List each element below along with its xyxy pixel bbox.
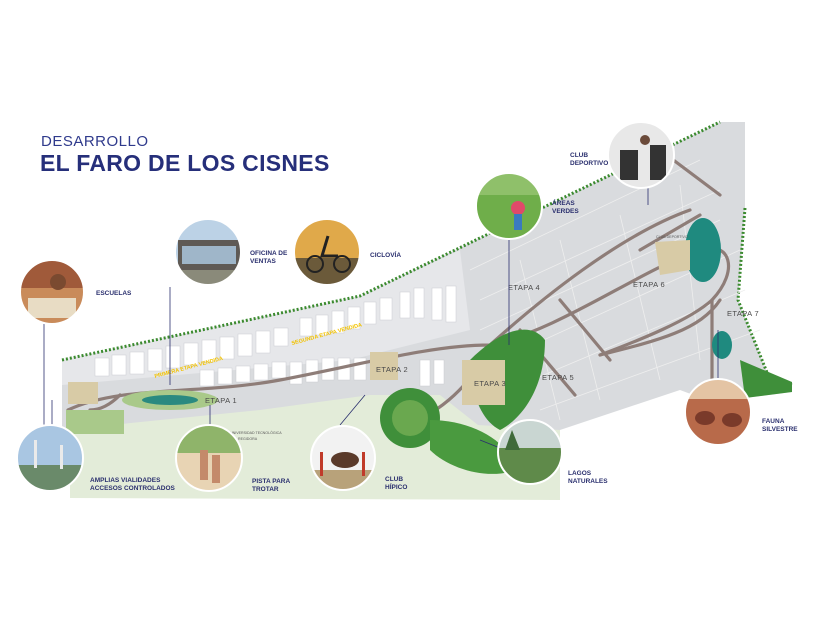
photo-amplias-vialidades — [16, 424, 84, 492]
label-etapa-5: ETAPA 5 — [542, 373, 574, 382]
photo-oficina-ventas — [174, 218, 242, 286]
entrance-plaza — [68, 382, 98, 404]
etapa-3-plaza — [462, 360, 505, 405]
callout-oficina-line1: OFICINA DE — [250, 250, 288, 257]
callout-areas-line1: ÁREAS — [552, 200, 575, 207]
tree-border — [61, 120, 721, 362]
callout-pista-line1: PISTA PARA — [252, 478, 291, 485]
callout-ciclovia: CICLOVÍA — [370, 252, 401, 260]
lagos-naturales-green — [430, 420, 515, 474]
callout-club-hipico: CLUB HÍPICO — [385, 476, 407, 492]
photo-lagos-naturales — [497, 419, 563, 485]
callout-club-dep-line1: CLUB — [570, 152, 589, 159]
club-deportivo-plaza — [655, 240, 690, 275]
photo-escuelas — [19, 259, 85, 325]
photo-fauna-silvestre — [684, 378, 752, 446]
etapa-2-plaza — [370, 352, 398, 380]
callout-escuelas: ESCUELAS — [96, 290, 131, 298]
callout-pista-line2: TROTAR — [252, 486, 279, 493]
label-etapa-7: ETAPA 7 — [727, 309, 759, 318]
label-etapa-6: ETAPA 6 — [633, 280, 665, 289]
title-development-name: EL FARO DE LOS CISNES — [40, 150, 330, 176]
callout-vialidades-line1: AMPLIAS VIALIDADES — [90, 477, 161, 484]
lot-blocks-stage-1-2 — [94, 285, 457, 387]
callout-club-deportivo: CLUB DEPORTIVO — [570, 152, 608, 168]
callout-lagos-line1: LAGOS — [568, 470, 592, 477]
title-desarrollo: DESARROLLO — [41, 133, 149, 150]
photo-club-deportivo — [607, 121, 675, 189]
label-universidad-line2: REGIDORA — [238, 437, 258, 441]
callout-oficina-line2: VENTAS — [250, 258, 276, 265]
label-club-deportivo-map: CLUB DEPORTIVO — [656, 235, 688, 239]
lake-etapa-1 — [142, 395, 198, 405]
label-universidad: UNIVERSIDAD TECNOLÓGICA — [230, 430, 282, 435]
callout-lagos-line2: NATURALES — [568, 478, 608, 485]
green-etapa-7 — [740, 360, 792, 398]
photo-pista-trotar — [175, 424, 243, 492]
label-etapa-2: ETAPA 2 — [376, 365, 408, 374]
callout-areas-line2: VERDES — [552, 208, 579, 215]
site-plan: PRIMERA ETAPA VENDIDA SEGUNDA ETAPA VEND… — [61, 120, 793, 500]
label-etapa-1: ETAPA 1 — [205, 396, 237, 405]
callout-club-dep-line2: DEPORTIVO — [570, 160, 609, 167]
photo-club-hipico — [310, 425, 376, 491]
callout-oficina-ventas: OFICINA DE VENTAS — [250, 250, 287, 266]
entrance-green — [66, 410, 124, 434]
callout-hipico-line2: HÍPICO — [385, 484, 408, 491]
callout-fauna-line1: FAUNA — [762, 418, 785, 425]
callout-amplias-vialidades: AMPLIAS VIALIDADES ACCESOS CONTROLADOS — [90, 477, 175, 493]
callout-areas-verdes: ÁREAS VERDES — [552, 200, 579, 216]
callout-vialidades-line2: ACCESOS CONTROLADOS — [90, 485, 175, 492]
callout-pista-trotar: PISTA PARA TROTAR — [252, 478, 290, 494]
callout-ciclovia-text: CICLOVÍA — [370, 252, 402, 259]
photo-ciclovia — [293, 218, 361, 286]
callout-hipico-line1: CLUB — [385, 476, 404, 483]
callout-fauna-silvestre: FAUNA SILVESTRE — [762, 418, 798, 434]
label-etapa-3: ETAPA 3 — [474, 379, 506, 388]
photo-areas-verdes — [475, 172, 543, 240]
callout-lagos-naturales: LAGOS NATURALES — [568, 470, 608, 486]
leader-lines — [43, 188, 719, 449]
callout-fauna-line2: SILVESTRE — [762, 426, 798, 433]
lake-club-deportivo — [685, 218, 721, 282]
lake-etapa-7 — [712, 331, 732, 359]
label-etapa-4: ETAPA 4 — [508, 283, 540, 292]
callout-escuelas-text: ESCUELAS — [96, 290, 132, 297]
